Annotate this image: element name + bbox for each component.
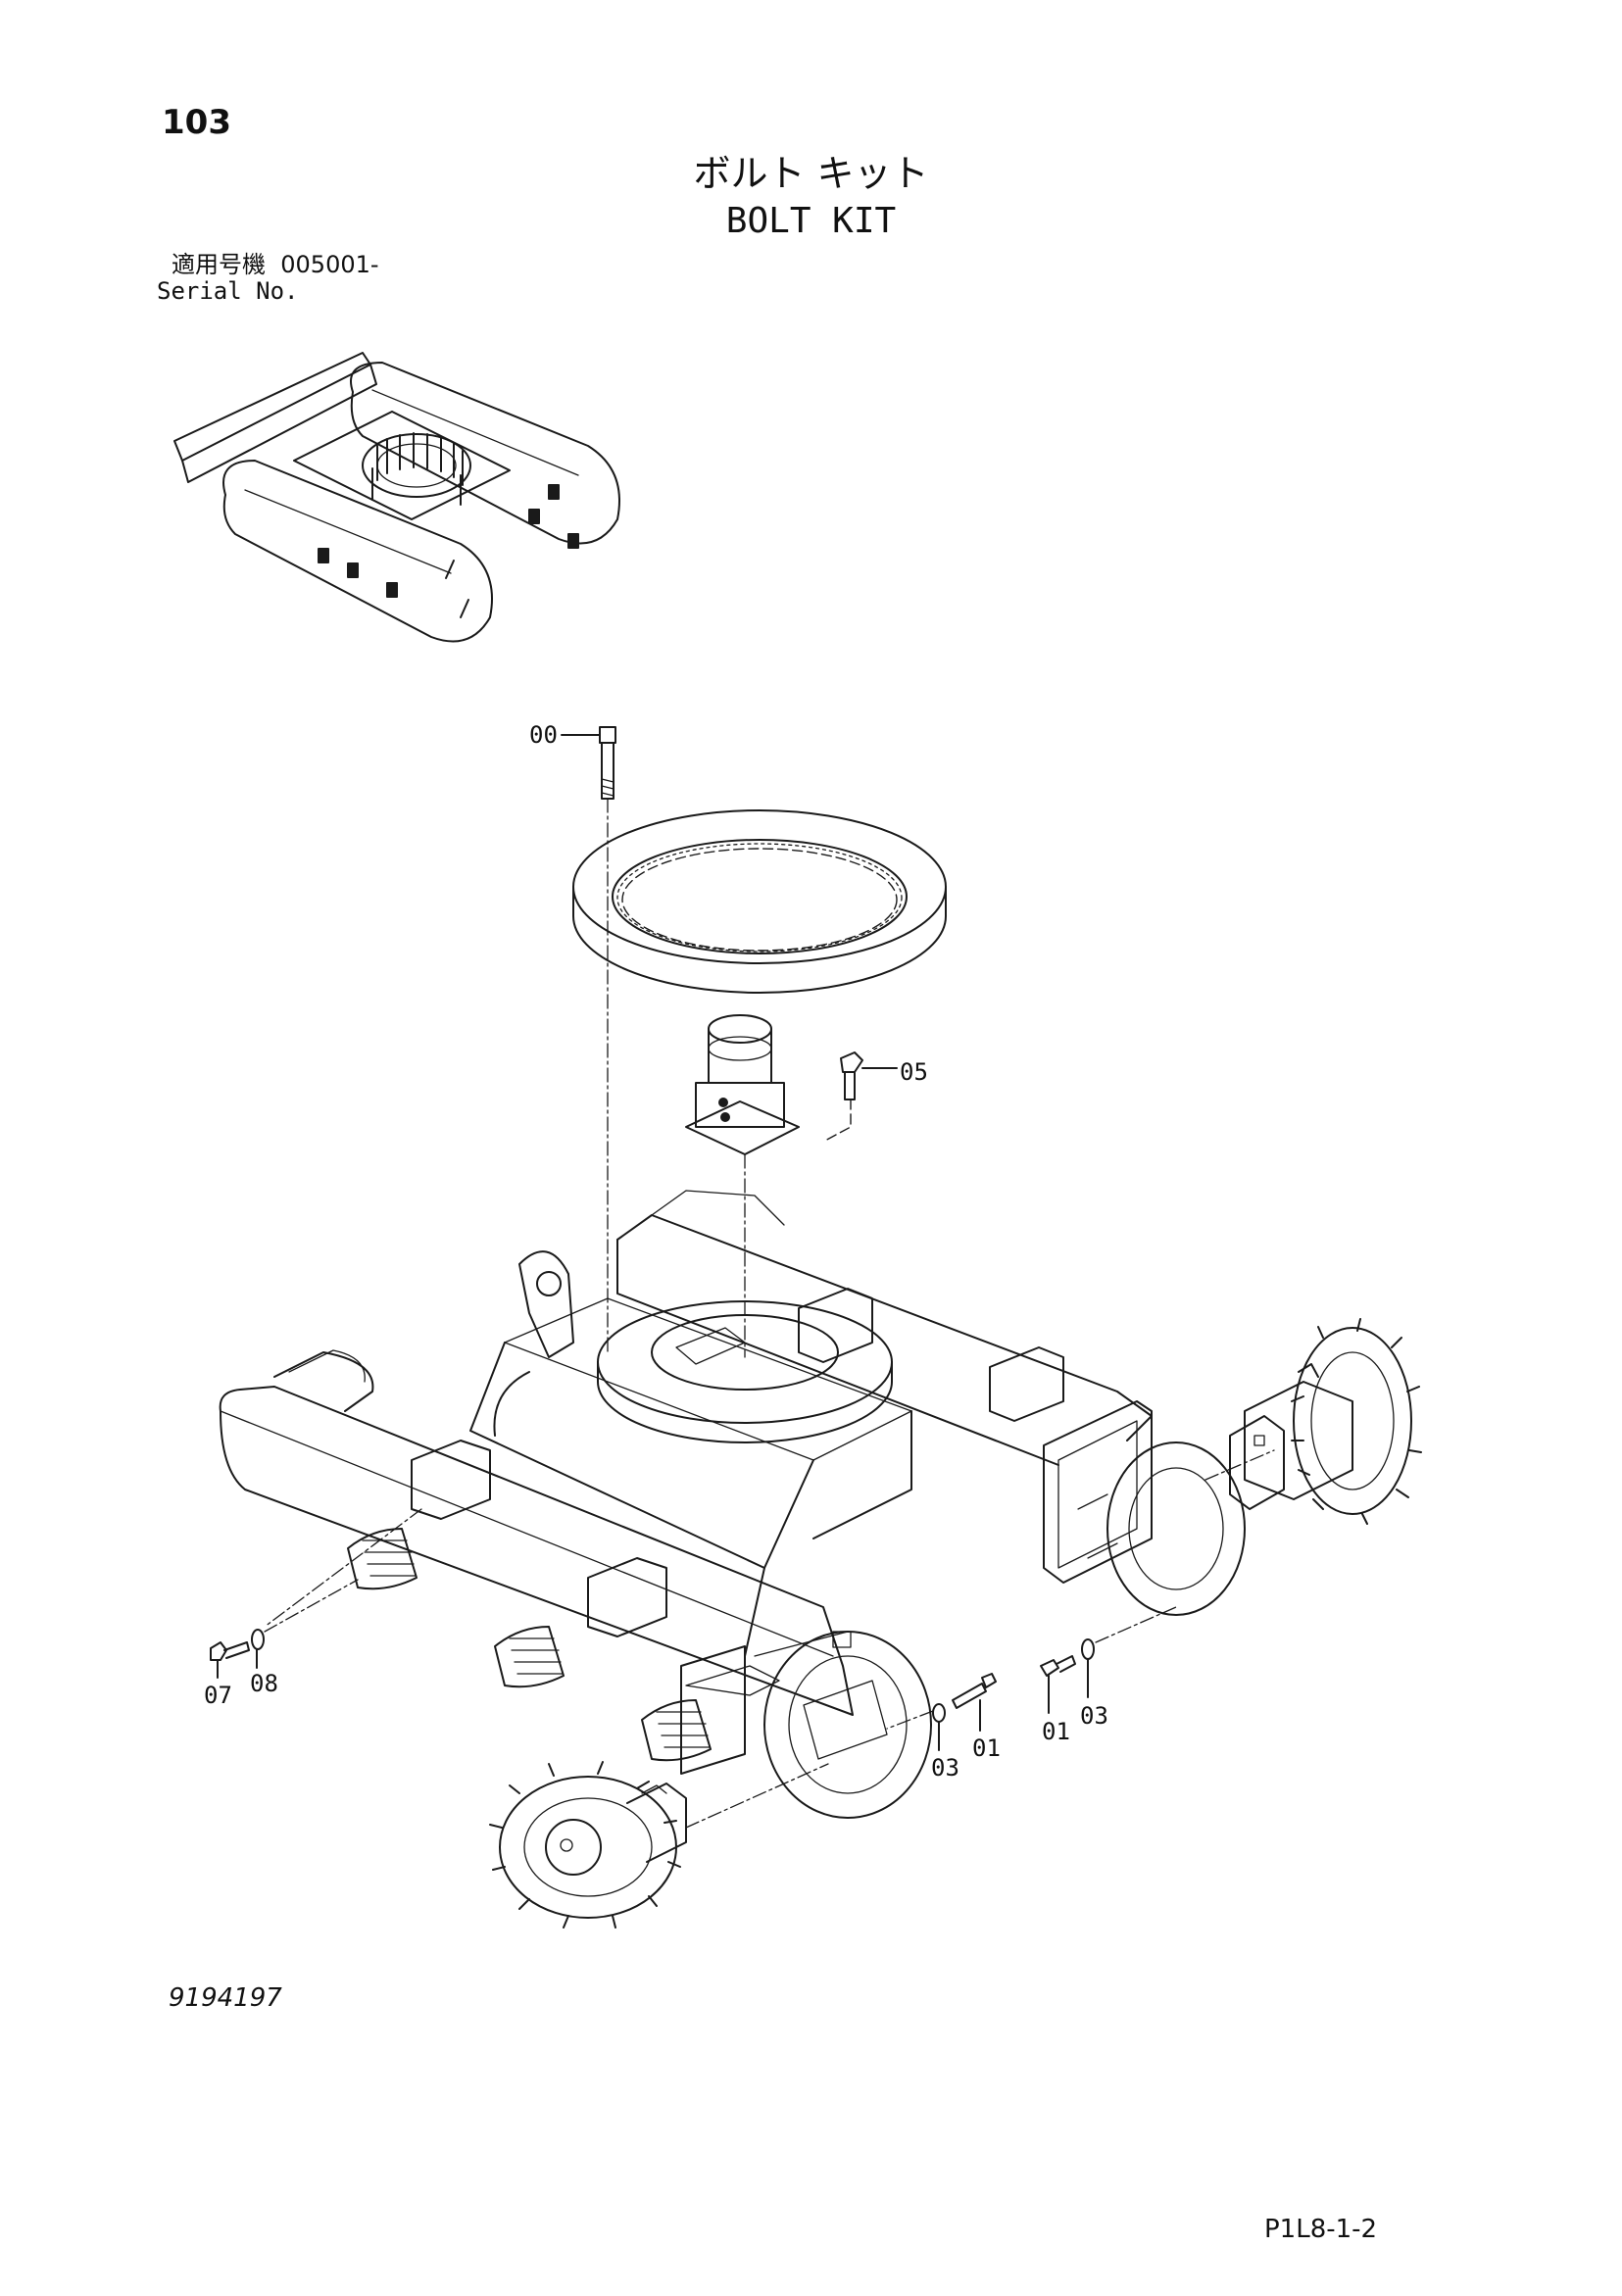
overview-thumbnail xyxy=(173,352,620,643)
bolt-01-left-icon xyxy=(886,1673,997,1732)
callout-07[interactable]: 07 xyxy=(204,1682,232,1709)
callout-03-left[interactable]: 03 xyxy=(931,1754,959,1782)
center-joint xyxy=(685,1014,800,1358)
bolt-00-icon xyxy=(561,726,616,1353)
frame-brackets xyxy=(411,1288,1064,1696)
bolt-05-icon xyxy=(822,1051,898,1143)
callout-01-right[interactable]: 01 xyxy=(1042,1718,1070,1745)
travel-motor-right xyxy=(1229,1318,1422,1525)
callout-00[interactable]: 00 xyxy=(529,721,558,749)
callout-01-left[interactable]: 01 xyxy=(972,1734,1001,1762)
drive-mount-right xyxy=(1043,1400,1246,1616)
washer-03-right-icon xyxy=(1081,1606,1177,1698)
lower-frame xyxy=(219,1190,1153,1716)
page-code: P1L8-1-2 xyxy=(1264,2215,1378,2244)
drawing-number: 9194197 xyxy=(169,1983,282,2013)
callout-05[interactable]: 05 xyxy=(900,1058,928,1086)
page-title-japanese: ボルト キット xyxy=(693,152,929,195)
page-title-english: BOLT KIT xyxy=(725,201,897,241)
swing-bearing xyxy=(572,809,947,994)
washer-08-icon xyxy=(251,1579,359,1669)
washer-03-left-icon xyxy=(932,1703,946,1751)
travel-motor-left xyxy=(489,1761,829,1929)
serial-value: 005001- xyxy=(280,251,379,278)
bolt-07-icon xyxy=(210,1641,250,1679)
page-number: 103 xyxy=(162,103,231,142)
callout-08[interactable]: 08 xyxy=(250,1670,278,1697)
serial-label-japanese: 適用号機 xyxy=(172,251,266,278)
track-adjuster-left xyxy=(347,1528,712,1762)
serial-label: 適用号機 005001- xyxy=(172,253,379,276)
bolt-01-right-icon xyxy=(1040,1655,1076,1714)
callout-03-right[interactable]: 03 xyxy=(1080,1702,1108,1730)
serial-label-english: Serial No. xyxy=(157,277,299,305)
drive-mount-left xyxy=(680,1631,932,1819)
